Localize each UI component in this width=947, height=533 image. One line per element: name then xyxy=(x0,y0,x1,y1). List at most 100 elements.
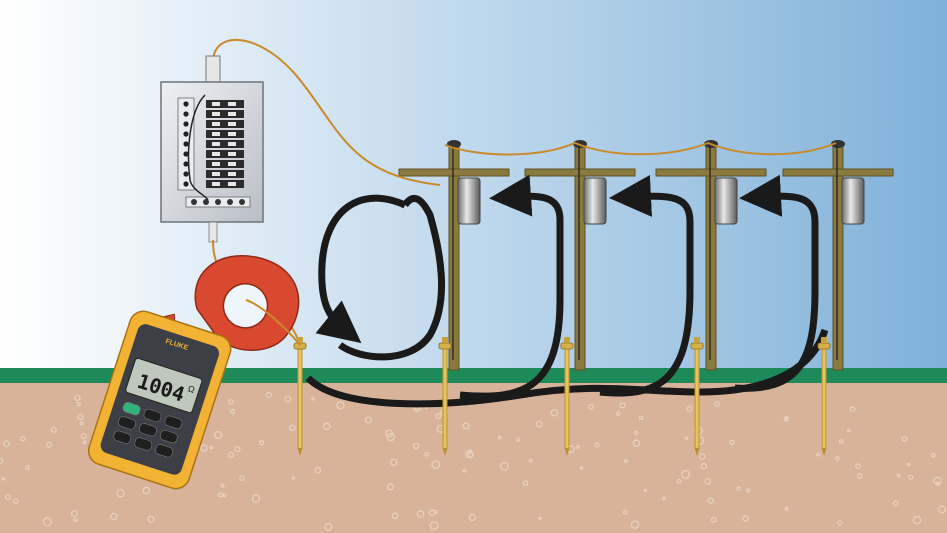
transformer-icon xyxy=(714,177,738,225)
soil-speckle xyxy=(336,401,345,410)
soil-speckle xyxy=(522,480,529,486)
meter-key xyxy=(143,408,162,423)
utility-poles xyxy=(398,140,894,371)
soil-speckle xyxy=(1,476,6,481)
soil-speckle xyxy=(698,453,706,460)
meter-key xyxy=(113,430,132,444)
soil-speckle xyxy=(838,439,844,444)
soil-speckle xyxy=(908,474,914,480)
soil-speckle xyxy=(467,451,474,458)
soil-speckle xyxy=(745,488,751,494)
soil-speckle xyxy=(856,473,863,479)
meter-lcd xyxy=(125,357,203,414)
soil-speckle xyxy=(3,440,10,448)
soil-speckle xyxy=(575,445,580,449)
ground-bar-screw xyxy=(203,199,209,205)
soil-speckle xyxy=(783,416,789,422)
breaker-toggle xyxy=(212,142,220,146)
breaker-toggle xyxy=(228,122,236,126)
panel-to-pole-wire xyxy=(212,38,441,186)
terminal-screw xyxy=(183,181,189,187)
breaker-toggle xyxy=(212,102,220,106)
soil-speckle xyxy=(630,520,640,529)
soil-speckle xyxy=(938,505,946,514)
meter-key xyxy=(138,423,157,437)
soil-speckle xyxy=(579,466,584,470)
soil-speckle xyxy=(50,426,57,433)
soil-speckle xyxy=(74,394,81,401)
breaker-toggle xyxy=(228,172,236,176)
soil-speckle xyxy=(429,521,439,530)
pole-crossarm xyxy=(655,168,767,177)
ground-rod-icon xyxy=(293,337,307,456)
panel-ground-lead xyxy=(208,221,218,243)
ground-bar-screw xyxy=(215,199,221,205)
ground-bar-screw xyxy=(227,199,233,205)
breaker xyxy=(206,160,244,168)
soil-speckle xyxy=(70,510,78,517)
ground-rod-icon xyxy=(438,337,452,456)
ground-rod-icon xyxy=(817,337,831,456)
soil-speckle xyxy=(619,402,626,409)
current-ground-path-3 xyxy=(599,174,694,397)
soil-speckle xyxy=(615,411,621,416)
soil-speckle xyxy=(912,515,922,525)
terminal-screw xyxy=(183,161,189,167)
meter-lead xyxy=(245,299,301,346)
soil-speckle xyxy=(933,476,942,485)
overhead-wire xyxy=(444,141,837,156)
rod-clamp xyxy=(560,342,574,350)
transformer-icon xyxy=(457,177,481,225)
ground-rod-icon xyxy=(560,337,574,456)
soil-speckle xyxy=(467,449,473,454)
rod-tip xyxy=(564,448,570,456)
soil-speckle xyxy=(632,439,641,448)
soil-speckle xyxy=(218,492,224,498)
rod-clamp xyxy=(817,342,831,350)
soil-speckle xyxy=(229,408,235,415)
current-ground-path-4 xyxy=(734,174,819,392)
soil-speckle xyxy=(847,429,851,433)
breaker-toggle xyxy=(212,152,220,156)
soil-speckle xyxy=(45,441,52,448)
meter-keypad xyxy=(113,402,183,458)
current-loop-arrow-icon xyxy=(315,194,407,344)
soil-speckle xyxy=(622,510,628,515)
transformer-icon xyxy=(841,177,865,225)
rod-tip xyxy=(821,448,827,456)
rod-shaft xyxy=(821,348,827,448)
soil-speckle xyxy=(289,424,296,431)
soil-speckle xyxy=(499,461,509,471)
soil-speckle xyxy=(265,392,272,399)
soil-speckle xyxy=(550,409,559,417)
soil-speckle xyxy=(684,436,689,440)
breaker-toggle xyxy=(228,132,236,136)
soil-speckle xyxy=(385,429,394,438)
insulator xyxy=(831,140,845,148)
soil-speckle xyxy=(12,498,19,505)
soil-speckle xyxy=(110,512,118,521)
terminal-screw xyxy=(183,111,189,117)
soil-speckle xyxy=(20,436,26,442)
current-ground-path-2 xyxy=(459,174,564,400)
meter-key xyxy=(118,416,136,430)
soil-speckle xyxy=(935,481,941,486)
current-loop-return xyxy=(337,195,446,361)
rod-shaft xyxy=(297,348,303,448)
soil-speckle xyxy=(729,439,735,446)
soil-speckle xyxy=(431,460,441,470)
panel-conduit xyxy=(205,55,221,85)
soil-speckle xyxy=(386,433,395,442)
soil-speckle xyxy=(251,494,261,503)
soil-speckle xyxy=(892,500,899,507)
soil-speckle xyxy=(42,517,52,527)
soil-speckle xyxy=(931,452,936,458)
electrical-panel xyxy=(160,55,264,243)
soil-speckle xyxy=(624,459,628,464)
transformer-icon xyxy=(583,177,607,225)
soil-speckle xyxy=(364,416,372,424)
soil-speckle xyxy=(214,431,223,440)
soil-speckle xyxy=(76,402,81,407)
soil-speckle xyxy=(468,513,476,522)
rod-bolt xyxy=(442,337,448,343)
